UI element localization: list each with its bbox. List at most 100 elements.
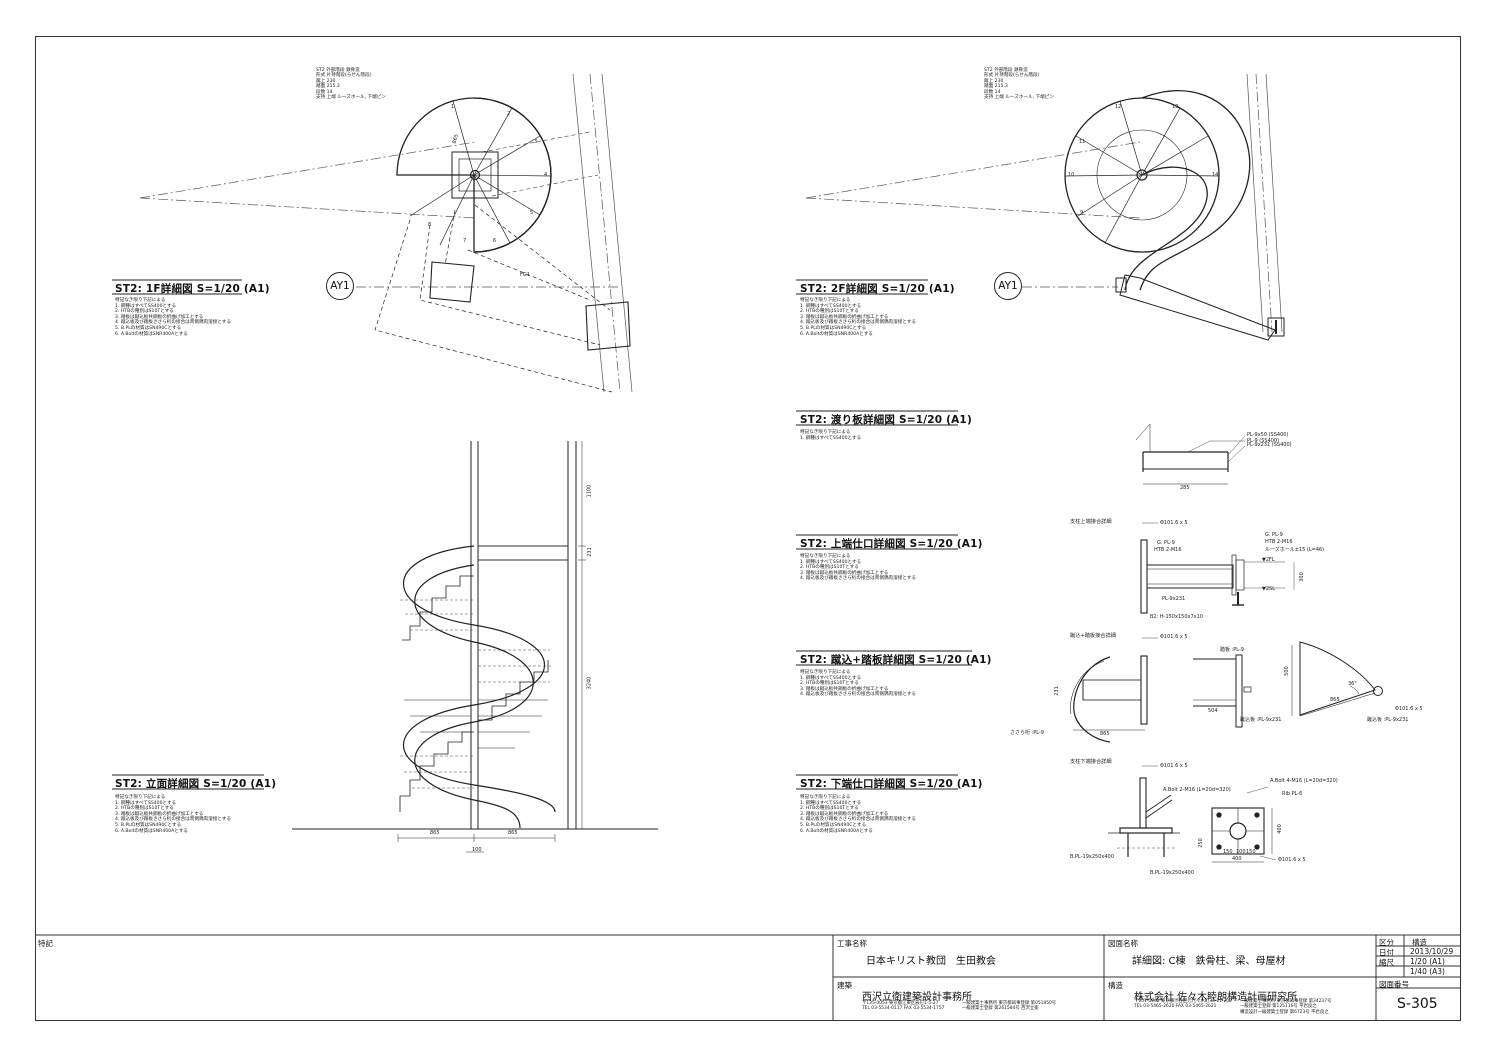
note-line: 5. B.PLの材質はSN490Cとする [800, 325, 867, 331]
landing-label: PL-9 (SS400) [1247, 438, 1280, 444]
category-label: 区分 [1379, 938, 1394, 947]
top-conn-label: G. PL-9 [1157, 540, 1175, 546]
note-line: 3. 踏板は蹴込板共鋼板の折曲げ加工とする [800, 314, 889, 320]
note-line: 3. 踏板は蹴込板共鋼板の折曲げ加工とする [800, 570, 889, 576]
note-line: 3. 踏板は蹴込板共鋼板の折曲げ加工とする [115, 811, 204, 817]
top-conn-label: ▼2FL [1262, 557, 1275, 563]
note-line: 4. 蹴込板及び踏板ささら桁の接合は両側隅肉溶接とする [800, 817, 916, 823]
note-line: 2. HTBの種別はS10Tとする [800, 565, 859, 571]
plan-2f-spec: ST2 外部階段 鉄骨造 形式 片持階段(らせん階段) 蹴上 230 踏面 21… [984, 68, 1054, 100]
bottom-conn-dim: 400 [1232, 856, 1242, 862]
top-conn-label: G. PL-9 [1265, 532, 1283, 538]
note-line: 1. 鋼種はすべてSS400とする [115, 800, 177, 806]
project-label: 工事名称 [837, 939, 867, 948]
drawing-sheet-frame [35, 36, 1461, 1021]
note-line: 特記なき限り下記による [800, 670, 851, 675]
spec-line: 蹴上 230 [316, 78, 336, 84]
step-number: 14 [1212, 172, 1219, 178]
plan-1f-spec: ST2 外部階段 鉄骨造 形式 片持階段(らせん階段) 蹴上 230 踏面 21… [316, 68, 386, 100]
bottom-conn-sublabel: 支柱下端接合詳細 [1070, 759, 1112, 765]
note-line: 特記なき限り下記による [800, 795, 851, 800]
elev-dim: 865 [430, 830, 440, 836]
bottom-conn-label: A.Bolt 2-M16 (L=20d=320) [1163, 787, 1231, 793]
step-number: 12 [1115, 104, 1122, 110]
address-line: 〒151-0062 東京都渋谷区元代々木町33-11-202 [1134, 999, 1232, 1004]
note-line: 1. 鋼種はすべてSS400とする [800, 435, 862, 441]
step-number: 3 [534, 139, 538, 145]
top-conn-dim: 300 [1298, 572, 1305, 582]
address-line: TEL 03-5465-2620 FAX 03-5465-2621 [1134, 1004, 1217, 1010]
elev-dim: 1100 [586, 484, 593, 498]
note-line: 6. A.Boltの材質はSNR400Aとする [115, 828, 188, 834]
top-conn-label: Φ101.6 x 5 [1160, 520, 1188, 526]
spec-line: 蹴上 230 [984, 78, 1004, 84]
structural-registration: 一級建築士事務所 東京都知事登録 第34237号 一級建築士登録 第125116… [1240, 999, 1331, 1015]
plan-1f-notes: 特記なき限り下記による 1. 鋼種はすべてSS400とする 2. HTBの種別は… [115, 298, 231, 337]
scale-value-a1: 1/20 (A1) [1410, 957, 1445, 966]
tread-notes: 特記なき限り下記による 1. 鋼種はすべてSS400とする 2. HTBの種別は… [800, 670, 916, 698]
date-label: 日付 [1379, 948, 1394, 957]
tread-detail-linework [1070, 641, 1383, 743]
tread-dim: 504 [1208, 708, 1218, 714]
bottom-connection-linework [1108, 777, 1273, 863]
top-conn-title: ST2: 上端仕口詳細図 S=1/20 (A1) [800, 538, 983, 550]
note-line: 3. 踏板は蹴込板共鋼板の折曲げ加工とする [800, 811, 889, 817]
landing-notes: 特記なき限り下記による 1. 鋼種はすべてSS400とする [800, 430, 861, 441]
tread-label: ささら桁 :PL-9 [1010, 730, 1044, 736]
structural-label: 構造 [1108, 981, 1123, 990]
structural-firm: 株式会社 佐々木睦朗構造計画研究所 [1134, 992, 1298, 1003]
bottom-conn-dim: 150 [1223, 849, 1233, 855]
note-line: 1. 鋼種はすべてSS400とする [800, 559, 862, 565]
top-conn-sublabel: 支柱上端接合詳細 [1070, 519, 1112, 525]
note-line: 特記なき限り下記による [115, 795, 166, 800]
spec-line: 支持 上端 ルーズホール, 下端ピン [316, 95, 386, 101]
tread-label: Φ101.6 x 5 [1160, 634, 1188, 640]
plan-2f-title: ST2: 2F詳細図 S=1/20 (A1) [800, 283, 955, 295]
bottom-conn-notes: 特記なき限り下記による 1. 鋼種はすべてSS400とする 2. HTBの種別は… [800, 795, 916, 834]
step-number: 1 [451, 104, 455, 110]
note-line: 1. 鋼種はすべてSS400とする [800, 800, 862, 806]
architect-label: 建築 [837, 981, 852, 990]
spec-line: 段数 14 [984, 89, 1001, 95]
architect-address: 〒135-0053 東京都江東区辰巳1-5-27 TEL 03-5534-011… [862, 1001, 944, 1012]
note-line: 2. HTBの種別はS10Tとする [800, 309, 859, 315]
top-conn-label: PL-9x231 [1162, 596, 1186, 602]
note-line: 5. B.PLの材質はSN490Cとする [115, 822, 182, 828]
note-line: 3. 踏板は蹴込板共鋼板の折曲げ加工とする [800, 686, 889, 692]
bottom-conn-title: ST2: 下端仕口詳細図 S=1/20 (A1) [800, 778, 983, 790]
landing-label: PL-9x231 (SS400) [1247, 442, 1292, 448]
note-line: 6. A.Boltの材質はSNR400Aとする [115, 331, 188, 337]
structural-address: 〒151-0062 東京都渋谷区元代々木町33-11-202 TEL 03-54… [1134, 999, 1232, 1010]
bottom-conn-label: Φ101.6 x 5 [1160, 763, 1188, 769]
bottom-conn-label: B.PL-19x250x400 [1150, 870, 1194, 876]
spec-line: ST2 外部階段 鉄骨造 [316, 68, 360, 73]
scale-value-a3: 1/40 (A3) [1410, 967, 1445, 976]
date-value: 2013/10/29 [1410, 947, 1454, 956]
note-line: 4. 蹴込板及び踏板ささら桁の接合は両側隅肉溶接とする [800, 576, 916, 582]
top-conn-notes: 特記なき限り下記による 1. 鋼種はすべてSS400とする 2. HTBの種別は… [800, 554, 916, 582]
plan-2f-linework [805, 73, 1285, 341]
step-number: 2 [507, 111, 511, 117]
registration-line: 構造設計一級建築士登録 第6723号 平岩良之 [1240, 1009, 1329, 1015]
bottom-conn-label: Φ101.6 x 5 [1278, 857, 1306, 863]
landing-label: PL-9x50 (SS400) [1247, 432, 1289, 438]
note-line: 特記なき限り下記による [800, 298, 851, 303]
elev-dim: 865 [508, 830, 518, 836]
registration-line: 一級建築士事務所 東京都知事登録 第051850号 [962, 1001, 1057, 1006]
top-conn-label: HTB 2-M16 [1265, 539, 1293, 545]
note-line: 2. HTBの種別はS10Tとする [800, 806, 859, 812]
step-number: 6 [493, 238, 497, 244]
landing-detail-linework [1135, 423, 1246, 485]
view-title-rules [112, 279, 972, 790]
note-line: 特記なき限り下記による [800, 430, 851, 435]
note-line: 1. 鋼種はすべてSS400とする [800, 675, 862, 681]
elev-dim: 231 [586, 547, 593, 557]
drawing-name-label: 図面名称 [1108, 939, 1138, 948]
title-block-lines [35, 934, 1461, 1021]
tread-label: 蹴込板 :PL-9x231 [1367, 717, 1409, 723]
leader-lines [1142, 522, 1277, 861]
step-number: 13 [1172, 104, 1179, 110]
architect-firm: 西沢立衛建築設計事務所 [862, 992, 972, 1003]
note-line: 4. 蹴込板及び踏板ささら桁の接合は両側隅肉溶接とする [115, 320, 231, 326]
